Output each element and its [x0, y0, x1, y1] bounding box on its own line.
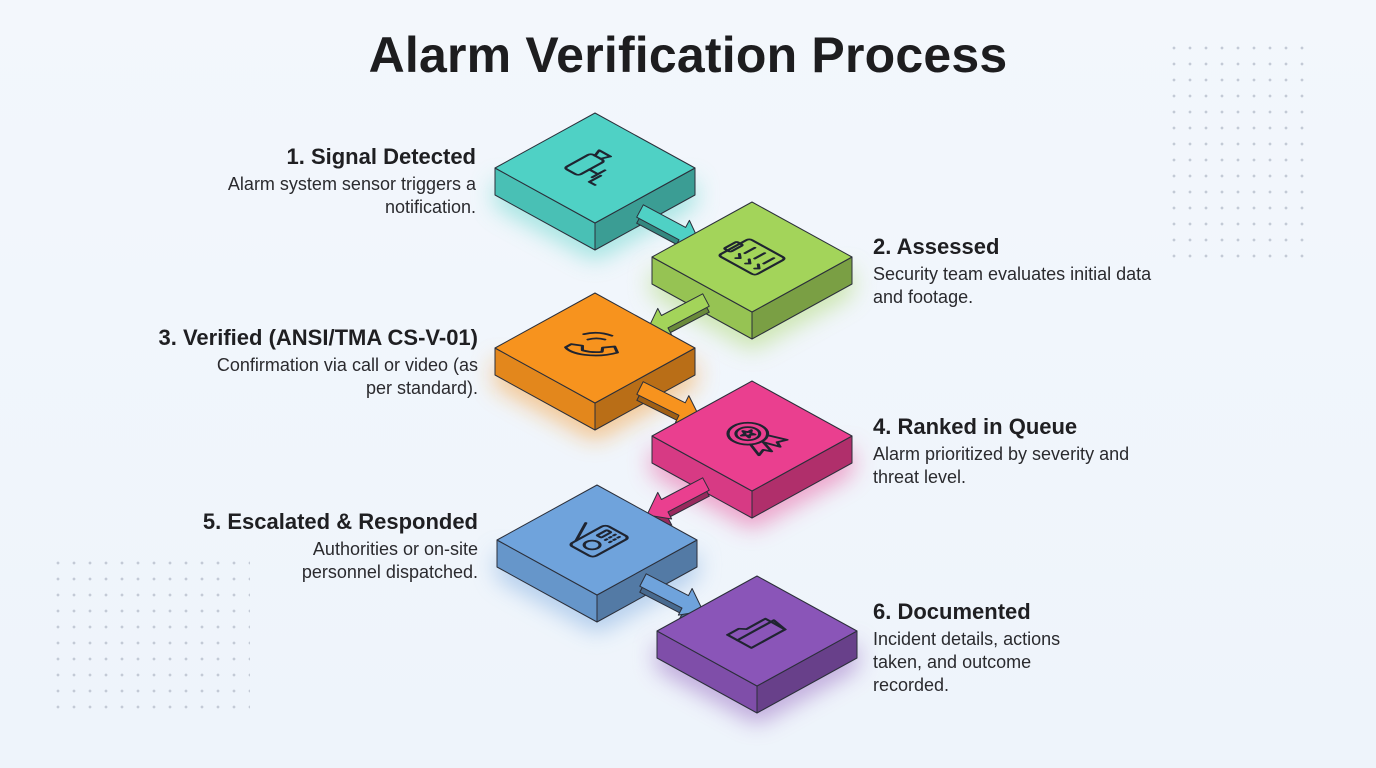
- step-5-text: 5. Escalated & Responded Authorities or …: [138, 508, 478, 584]
- step-5-description: Authorities or on-site personnel dispatc…: [301, 539, 478, 582]
- flow-arrow-4: [646, 477, 710, 526]
- block-top-face: [494, 292, 696, 404]
- security-camera-icon: [564, 149, 612, 186]
- arrow-body: [636, 381, 701, 423]
- step-3-text: 3. Verified (ANSI/TMA CS-V-01) Confirmat…: [78, 324, 478, 400]
- block-top-face: [494, 112, 696, 224]
- step-1-text: 1. Signal Detected Alarm system sensor t…: [136, 143, 476, 219]
- step-1-description: Alarm system sensor triggers a notificat…: [227, 174, 476, 217]
- step-2-title: 2. Assessed: [873, 234, 1000, 259]
- block-top-face: [651, 380, 853, 492]
- step-4-description: Alarm prioritized by severity and threat…: [873, 444, 1130, 487]
- arrow-body: [639, 573, 704, 616]
- step-3-title: 3. Verified (ANSI/TMA CS-V-01): [158, 325, 478, 350]
- step-6-block: [656, 575, 858, 723]
- block-top-face: [496, 484, 698, 596]
- block-top-face: [656, 575, 858, 687]
- phone-call-icon: [564, 331, 619, 357]
- step-5-title: 5. Escalated & Responded: [202, 509, 478, 534]
- step-2-description: Security team evaluates initial data and…: [873, 264, 1152, 307]
- step-1-title: 1. Signal Detected: [286, 144, 476, 169]
- step-6-title: 6. Documented: [873, 599, 1031, 624]
- clipboard-checklist-icon: [718, 238, 786, 276]
- dot-pattern-top-right: [1166, 40, 1316, 270]
- page-title: Alarm Verification Process: [368, 27, 1008, 83]
- folder-icon: [726, 617, 787, 649]
- arrow-body: [646, 477, 710, 520]
- arrow-body: [636, 204, 701, 248]
- dot-pattern-bottom-left: [50, 555, 250, 720]
- award-badge-icon: [726, 421, 789, 457]
- step-4-block: [651, 380, 853, 528]
- flow-arrow-5: [639, 573, 704, 622]
- step-2-text: 2. Assessed Security team evaluates init…: [873, 233, 1173, 309]
- step-4-text: 4. Ranked in Queue Alarm prioritized by …: [873, 413, 1173, 489]
- block-top-face: [651, 201, 853, 313]
- step-6-description: Incident details, actions taken, and out…: [873, 629, 1061, 695]
- step-6-text: 6. Documented Incident details, actions …: [873, 598, 1173, 697]
- step-3-description: Confirmation via call or video (as per s…: [216, 355, 478, 398]
- step-4-title: 4. Ranked in Queue: [873, 414, 1078, 439]
- radio-icon: [569, 522, 629, 558]
